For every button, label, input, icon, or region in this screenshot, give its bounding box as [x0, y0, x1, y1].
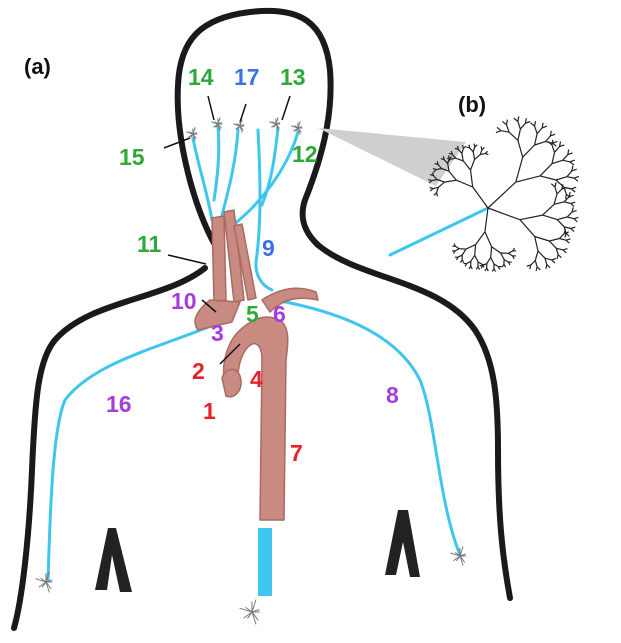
right-inner-arm — [385, 510, 420, 577]
label-7: 7 — [290, 442, 303, 465]
label-5: 5 — [246, 303, 259, 326]
aorta-tail — [258, 528, 272, 596]
vessel-12 — [228, 132, 298, 232]
aortic-root — [222, 369, 241, 396]
aortic-arch — [224, 317, 288, 520]
label-3: 3 — [211, 322, 224, 345]
carotid-left — [212, 216, 226, 302]
left-inner-arm — [95, 528, 132, 592]
leader-14 — [208, 96, 214, 120]
label-11: 11 — [137, 233, 161, 256]
label-1: 1 — [203, 400, 216, 423]
capillary-bed-icon — [36, 572, 53, 593]
vessel-9 — [256, 130, 272, 290]
label-14: 14 — [188, 66, 214, 89]
label-10: 10 — [171, 290, 197, 313]
label-13: 13 — [280, 66, 306, 89]
panel-label-a: (a) — [24, 56, 51, 78]
panel-label-b: (b) — [458, 94, 486, 116]
label-17: 17 — [234, 66, 260, 89]
vessel-17 — [222, 130, 238, 215]
label-16: 16 — [106, 393, 132, 416]
left-shoulder-outline — [14, 268, 205, 628]
leader-13 — [282, 96, 290, 120]
vessel-b-link — [390, 208, 488, 255]
label-8: 8 — [386, 384, 399, 407]
vessel-8 — [275, 300, 460, 555]
label-6: 6 — [273, 303, 286, 326]
leader-17 — [240, 104, 246, 122]
label-15: 15 — [119, 146, 145, 169]
label-12: 12 — [292, 143, 318, 166]
head-outline — [178, 11, 331, 245]
vascular-tree-icon — [428, 116, 579, 271]
leader-15 — [164, 138, 190, 148]
label-2: 2 — [192, 360, 205, 383]
label-4: 4 — [250, 368, 263, 391]
leader-11 — [168, 255, 206, 264]
label-9: 9 — [262, 237, 275, 260]
vessel-14 — [214, 127, 219, 200]
capillary-bed-icon — [240, 600, 260, 625]
